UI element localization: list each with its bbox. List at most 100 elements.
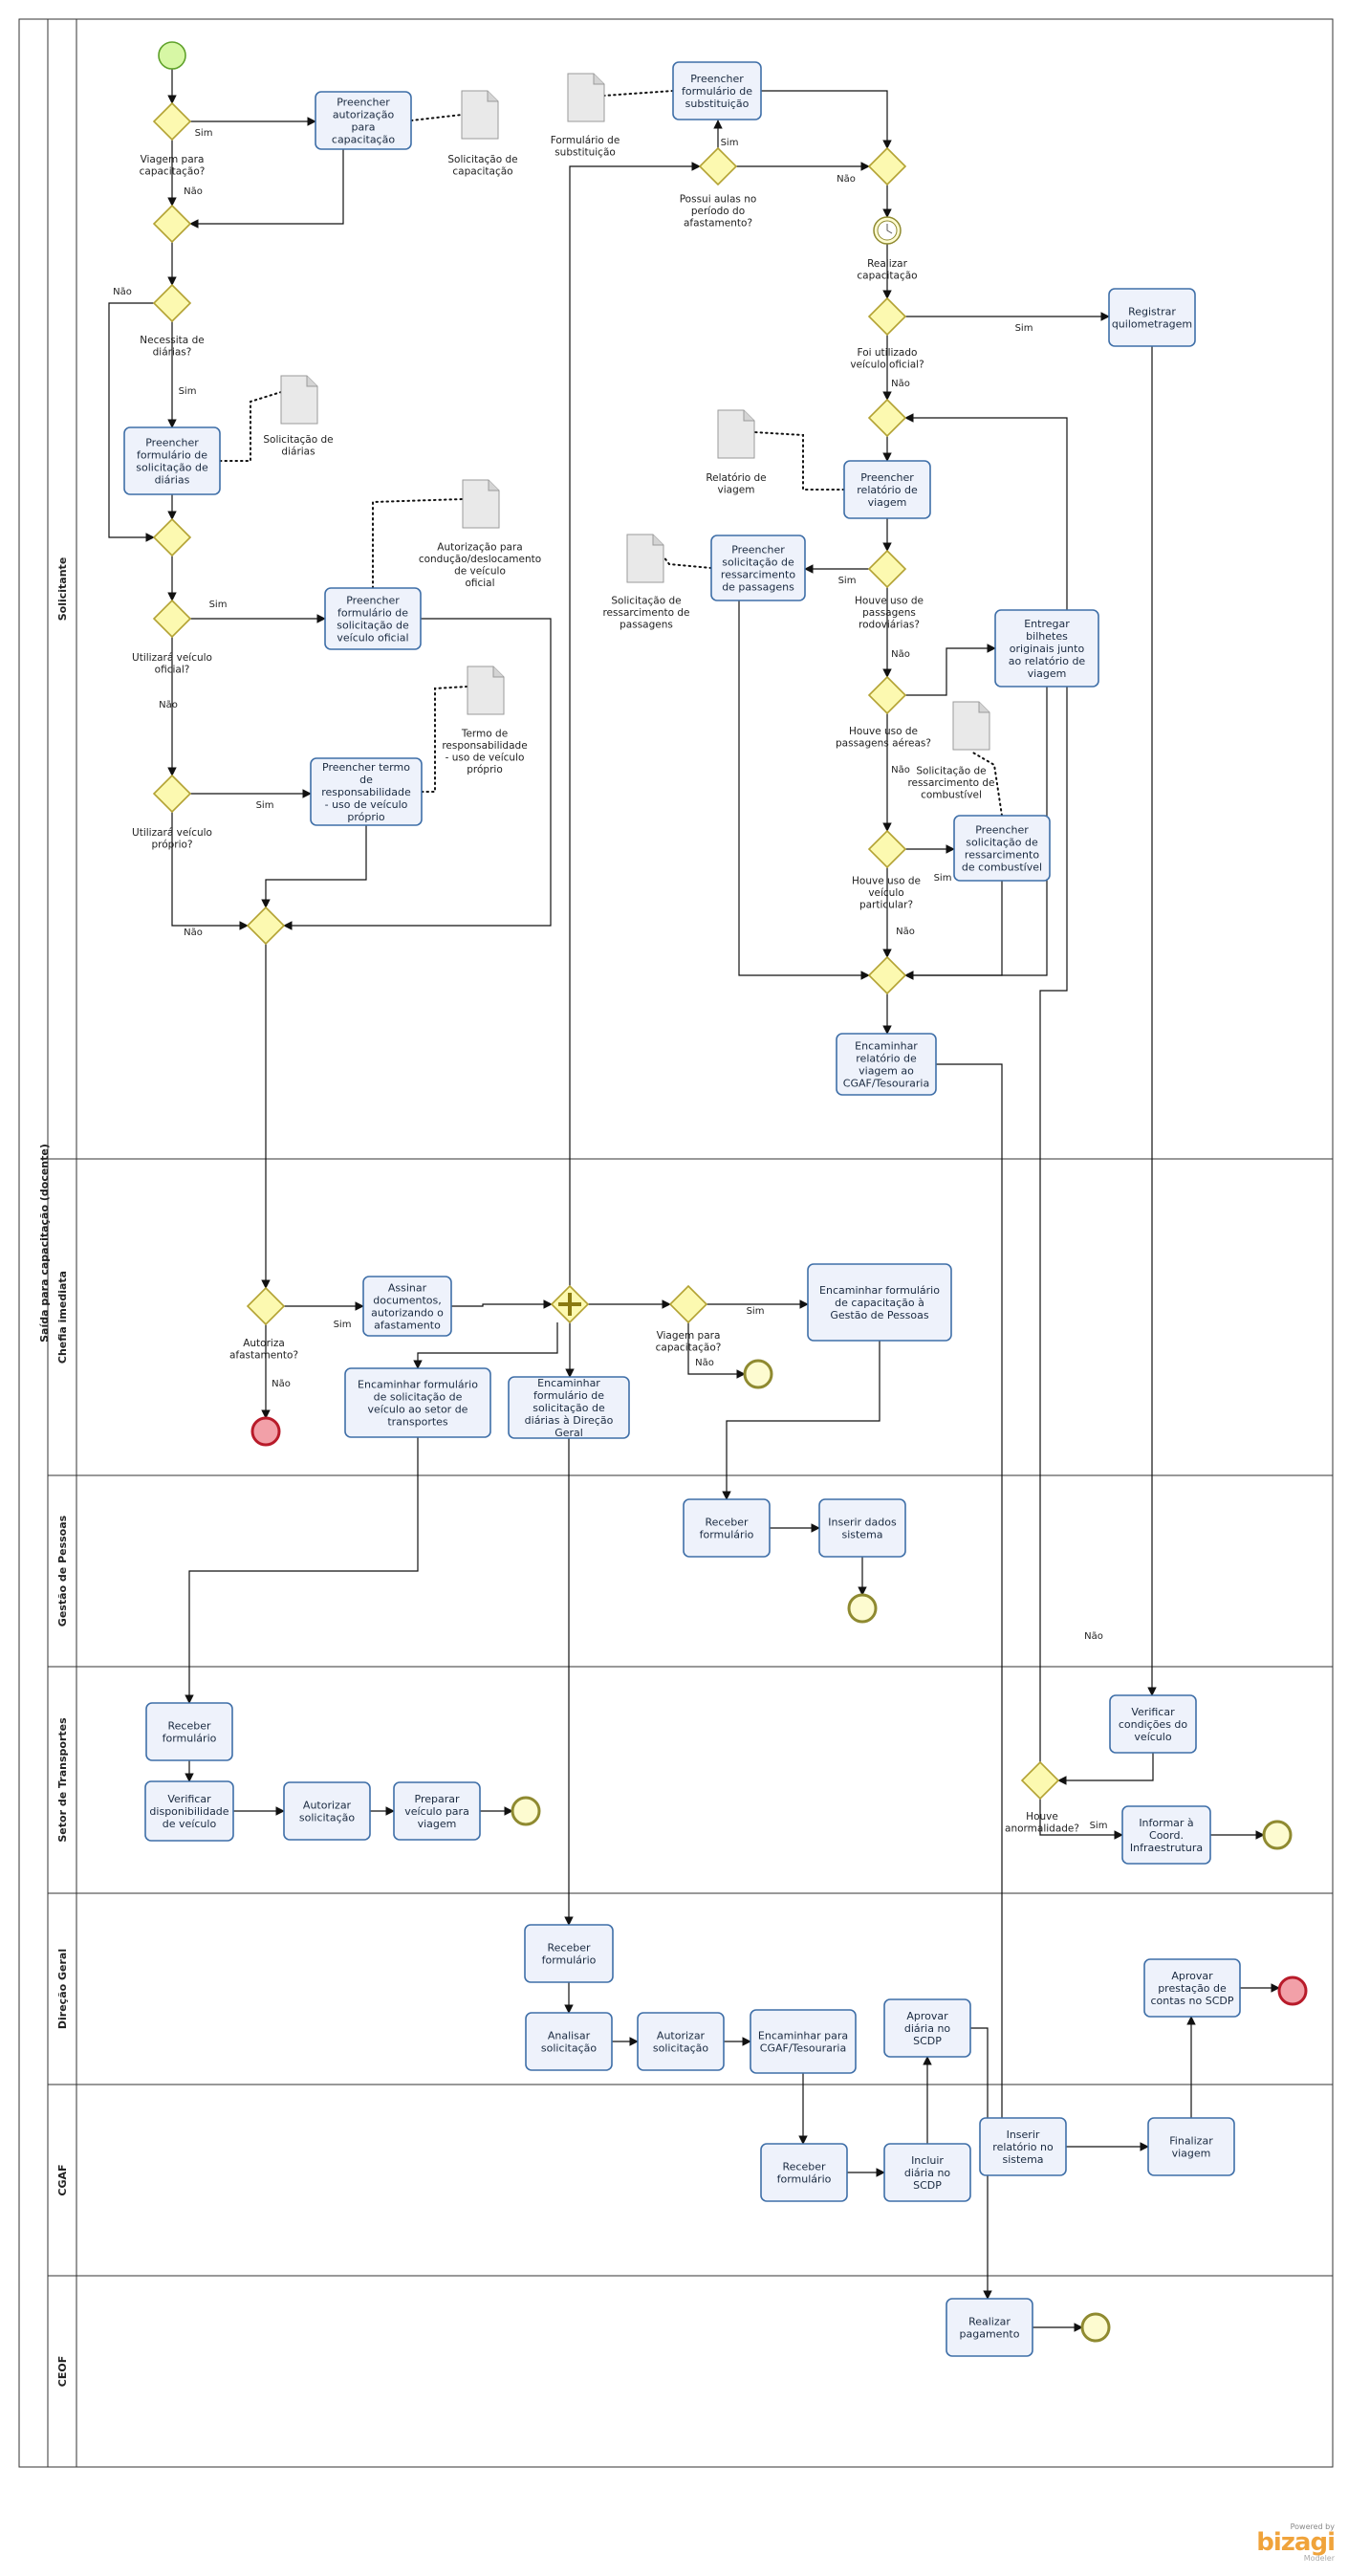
- task-t-inserir-rel[interactable]: [979, 2117, 1067, 2176]
- end-event: [1080, 2312, 1111, 2343]
- association-line: [421, 686, 468, 793]
- gateway-g-aereas[interactable]: [867, 675, 907, 715]
- task-t-verif-disp[interactable]: [144, 1780, 234, 1842]
- document-d-sol-pass-icon: [626, 534, 664, 583]
- merge-gateway[interactable]: [246, 906, 286, 946]
- document-fold: [487, 91, 498, 102]
- task-t-diarias[interactable]: [123, 426, 221, 495]
- end-event: [743, 1359, 773, 1389]
- task-t-analisar[interactable]: [525, 2012, 613, 2071]
- task-t-receber-cgaf[interactable]: [760, 2143, 848, 2202]
- sequence-flow: [738, 600, 870, 980]
- lane-title-sol: Solicitante: [56, 557, 69, 622]
- gateway-g-viagem[interactable]: [152, 101, 192, 142]
- task-t-ress-pass[interactable]: [710, 535, 806, 601]
- merge-gateway[interactable]: [867, 955, 907, 995]
- gateway-g-aulas[interactable]: [698, 146, 738, 186]
- association-line: [663, 556, 712, 569]
- flow-label-no: Não: [891, 765, 910, 775]
- sequence-flow: [1057, 1753, 1154, 1785]
- end-event: [511, 1796, 541, 1826]
- gateway-g-particular[interactable]: [867, 829, 907, 869]
- document-fold: [978, 702, 989, 713]
- task-t-finalizar[interactable]: [1147, 2117, 1235, 2176]
- flow-label-yes: Sim: [209, 600, 228, 610]
- merge-gateway[interactable]: [867, 146, 907, 186]
- task-t-aprovar-prest[interactable]: [1143, 1958, 1241, 2018]
- task-t-autorizar-dg[interactable]: [637, 2012, 725, 2071]
- task-t-receber-dg[interactable]: [524, 1924, 614, 1983]
- start-event: [158, 41, 186, 70]
- document-fold: [492, 666, 504, 678]
- task-t-veic-oficial[interactable]: [324, 587, 422, 650]
- task-t-aprovar-diaria[interactable]: [883, 1998, 971, 2058]
- task-t-receber-st[interactable]: [145, 1702, 233, 1761]
- document-fold: [488, 480, 499, 491]
- flow-label-no: Não: [891, 379, 910, 389]
- end-terminate-event: [250, 1416, 281, 1447]
- document-fold: [652, 535, 663, 546]
- merge-gateway[interactable]: [867, 398, 907, 438]
- task-t-termo[interactable]: [310, 757, 423, 826]
- task-t-autorizar-st[interactable]: [283, 1781, 371, 1841]
- task-t-bilhetes[interactable]: [994, 609, 1099, 688]
- task-t-enc-cgaf[interactable]: [750, 2009, 857, 2074]
- gateway-g-viagem2[interactable]: [668, 1284, 708, 1324]
- task-t-rel-viagem[interactable]: [843, 460, 931, 519]
- gateway-g-rodov[interactable]: [867, 549, 907, 589]
- gateway-g-diarias[interactable]: [152, 283, 192, 323]
- gateway-g-usado-oficial[interactable]: [867, 296, 907, 337]
- sequence-flow: [905, 644, 996, 696]
- flow-label-yes: Sim: [334, 1320, 352, 1330]
- association-line: [603, 90, 674, 97]
- sequence-flow: [904, 413, 1068, 1762]
- gateway-g-proprio[interactable]: [152, 774, 192, 814]
- document-d-sol-comb-icon: [952, 701, 990, 751]
- flow-label-yes: Sim: [721, 138, 739, 148]
- task-t-aut-cap[interactable]: [315, 91, 412, 150]
- parallel-plus-icon: [558, 1293, 581, 1316]
- task-t-receber-gp[interactable]: [683, 1498, 771, 1558]
- lane-title-set: Setor de Transportes: [56, 1717, 69, 1843]
- task-t-ress-comb[interactable]: [953, 815, 1051, 882]
- lane-title-che: Chefia imediata: [56, 1271, 69, 1364]
- gateway-g-anormal[interactable]: [1020, 1760, 1060, 1801]
- task-t-verif-cond[interactable]: [1109, 1694, 1197, 1754]
- task-t-assinar[interactable]: [362, 1276, 452, 1337]
- task-t-inserir-dados[interactable]: [818, 1498, 906, 1558]
- task-t-informar[interactable]: [1121, 1805, 1211, 1865]
- task-t-quilometragem[interactable]: [1108, 288, 1196, 347]
- task-t-enc-rel[interactable]: [836, 1033, 937, 1096]
- merge-gateway[interactable]: [152, 517, 192, 557]
- gateway-g-autoriza[interactable]: [246, 1286, 286, 1326]
- merge-gateway[interactable]: [152, 204, 192, 244]
- flow-label-no: Não: [695, 1358, 714, 1368]
- task-t-enc-gp[interactable]: [807, 1263, 952, 1342]
- gateway-g-oficial[interactable]: [152, 599, 192, 639]
- flow-label-yes: Sim: [1090, 1821, 1108, 1831]
- task-t-preparar[interactable]: [393, 1781, 481, 1841]
- task-t-enc-dg[interactable]: [508, 1376, 630, 1439]
- sequence-flow: [171, 812, 249, 930]
- task-t-enc-transp[interactable]: [344, 1367, 491, 1438]
- task-t-pagamento[interactable]: [946, 2298, 1033, 2357]
- sequence-flow: [904, 881, 1003, 980]
- task-t-incluir-diaria[interactable]: [883, 2143, 971, 2202]
- document-fold: [593, 74, 604, 85]
- sequence-flow: [189, 149, 344, 229]
- task-t-subst[interactable]: [672, 61, 762, 120]
